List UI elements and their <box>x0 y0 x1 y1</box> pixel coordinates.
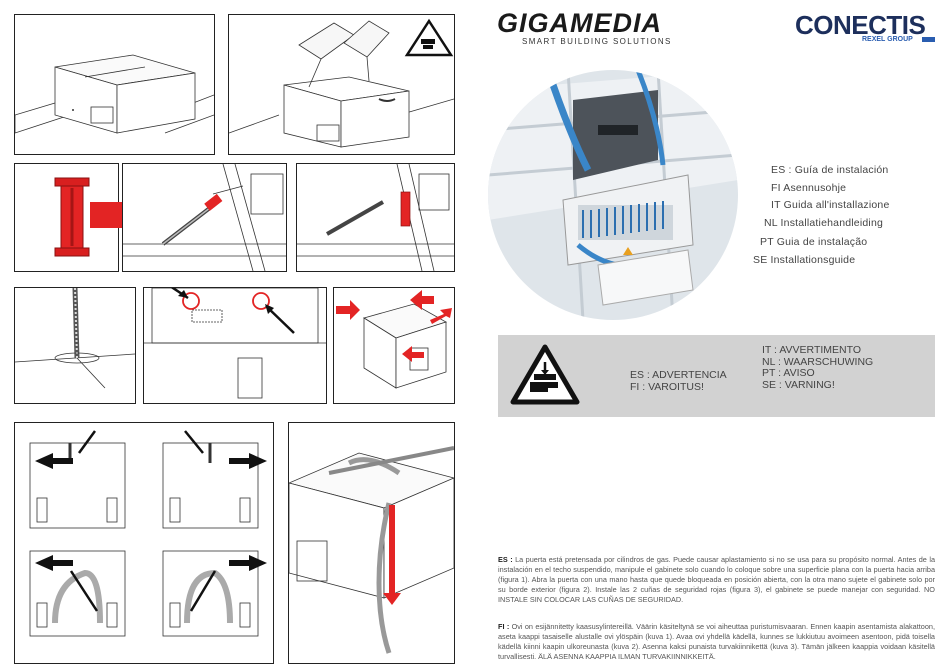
guide-pt: PT Guia de instalação <box>760 236 868 248</box>
figure-4-ceiling-holes <box>143 287 327 404</box>
gigamedia-logo: GIGAMEDIA <box>497 8 663 38</box>
guide-se: SE Installationsguide <box>753 254 856 266</box>
guide-it: IT Guida all'installazione <box>771 199 890 211</box>
figure-3-wedge-installed <box>296 163 455 272</box>
warning-labels-left: ES : ADVERTENCIA FI : VAROITUS! <box>630 369 727 393</box>
guide-nl: NL Installatiehandleiding <box>764 217 884 229</box>
figure-1-cabinet-closed <box>14 14 215 155</box>
paragraph-es-text: La puerta está pretensada por cilindros … <box>498 555 936 604</box>
paragraph-es-tag: ES : <box>498 555 513 564</box>
figure-4-mounting-arrows <box>333 287 455 404</box>
warning-es: ES : ADVERTENCIA <box>630 369 727 381</box>
paragraph-es: ES : La puerta está pretensada por cilin… <box>498 555 935 605</box>
figure-6-cabinet-cables <box>288 422 455 664</box>
warning-nl: NL : WAARSCHUWING <box>762 355 874 368</box>
conectis-accent-bar <box>922 37 935 42</box>
paragraph-fi-text: Ovi on esijännitetty kaasusylintereillä.… <box>498 622 935 661</box>
figure-3-gas-cylinder <box>122 163 287 272</box>
warning-labels-right: IT : AVVERTIMENTO NL : WAARSCHUWING PT :… <box>762 344 874 391</box>
black-arrow-icon <box>170 288 295 334</box>
paragraph-fi: FI : Ovi on esijännitetty kaasusylintere… <box>498 622 935 662</box>
figure-5-cable-routing <box>14 422 274 664</box>
conectis-subtitle: REXEL GROUP <box>862 36 913 43</box>
warning-fi: FI : VAROITUS! <box>630 381 704 393</box>
guide-fi: FI Asennusohje <box>771 182 847 194</box>
hand-crush-warning-icon <box>510 344 580 405</box>
warning-box: ES : ADVERTENCIA FI : VAROITUS! IT : AVV… <box>498 335 935 417</box>
warning-it: IT : AVVERTIMENTO <box>762 344 861 356</box>
guide-es: ES : Guía de instalación <box>771 164 889 176</box>
figure-2-cabinet-open <box>228 14 455 155</box>
figure-4-threaded-rod <box>14 287 136 404</box>
paragraph-fi-tag: FI : <box>498 622 510 631</box>
hand-crush-warning-icon <box>404 18 454 57</box>
gigamedia-tagline: SMART BUILDING SOLUTIONS <box>522 37 672 46</box>
conectis-logo: CONECTIS <box>795 10 926 40</box>
warning-pt: PT : AVISO <box>762 367 815 380</box>
product-photo <box>488 70 738 320</box>
warning-se: SE : VARNING! <box>762 378 835 391</box>
